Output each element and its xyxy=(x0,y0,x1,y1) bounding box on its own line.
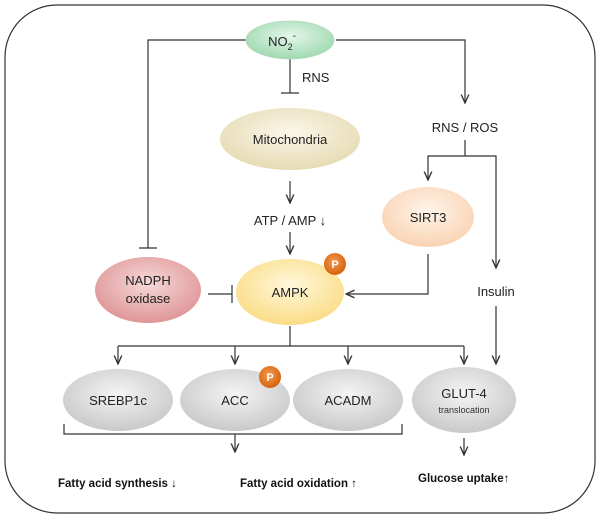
no2-label: NO xyxy=(268,34,288,49)
rns-ros-to-sirt3-line xyxy=(428,155,465,180)
svg-text:NO2-: NO2- xyxy=(268,31,296,52)
rns-label: RNS xyxy=(302,70,330,85)
diagram-frame xyxy=(4,4,596,514)
srebp1c-node: SREBP1c xyxy=(63,369,173,431)
rns-ros-to-insulin-line xyxy=(465,155,496,268)
sirt3-to-ampk-line xyxy=(346,254,429,294)
rns-ros-label: RNS / ROS xyxy=(432,120,499,135)
ampk-phospho-badge: P xyxy=(324,253,346,275)
acc-phospho-label: P xyxy=(266,372,273,384)
srebp1c-label: SREBP1c xyxy=(89,393,147,408)
glut4-label-line1: GLUT-4 xyxy=(441,386,487,401)
no2-sup: - xyxy=(293,31,296,42)
acadm-label: ACADM xyxy=(325,393,372,408)
outcome-bracket xyxy=(63,424,403,435)
mitochondria-label: Mitochondria xyxy=(253,132,328,147)
no2-node: NO2- xyxy=(245,20,335,60)
acc-label: ACC xyxy=(221,393,248,408)
no2-to-nadph-inhibit-line xyxy=(147,39,246,248)
acadm-node: ACADM xyxy=(293,369,403,431)
ampk-label: AMPK xyxy=(272,285,309,300)
glucose-uptake-label: Glucose uptake↑ xyxy=(418,473,509,485)
mitochondria-node: Mitochondria xyxy=(220,108,360,170)
sirt3-node: SIRT3 xyxy=(382,187,474,247)
fatty-acid-oxidation-label: Fatty acid oxidation ↑ xyxy=(240,478,357,490)
no2-sub: 2 xyxy=(288,42,293,52)
ampk-node: AMPK xyxy=(236,259,344,325)
nadph-label-line2: oxidase xyxy=(126,291,171,306)
no2-to-rns-ros-line xyxy=(336,39,465,103)
atp-amp-label: ATP / AMP ↓ xyxy=(254,213,326,228)
glut4-label-line2: translocation xyxy=(438,405,489,415)
nadph-oxidase-node: NADPH oxidase xyxy=(95,257,201,323)
fatty-acid-synthesis-label: Fatty acid synthesis ↓ xyxy=(58,478,177,490)
ampk-phospho-label: P xyxy=(331,259,338,271)
acc-phospho-badge: P xyxy=(259,366,281,388)
glut4-node: GLUT-4 translocation xyxy=(412,367,516,433)
insulin-label: Insulin xyxy=(477,284,515,299)
sirt3-label: SIRT3 xyxy=(410,210,447,225)
nadph-label-line1: NADPH xyxy=(125,273,171,288)
